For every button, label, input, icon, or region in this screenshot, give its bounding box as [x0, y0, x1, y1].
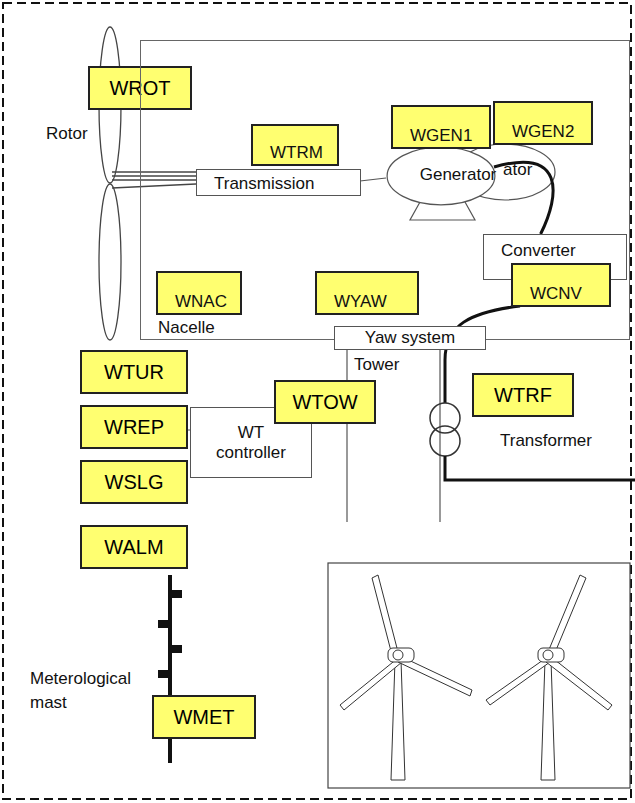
label-box: WTRF — [472, 373, 574, 417]
node-text: Yaw system — [365, 328, 455, 348]
component-box: Transmission — [196, 169, 361, 196]
label-box: WGEN1 — [391, 105, 491, 149]
part-label: Meterological mast — [30, 667, 155, 715]
label-box: WCNV — [511, 263, 611, 307]
part-label: Rotor — [46, 122, 88, 146]
label-box: WTOW — [274, 380, 376, 424]
node-text: Transmission — [214, 174, 314, 194]
label-box: WNAC — [156, 271, 242, 315]
node-text: WGEN2 — [512, 122, 574, 142]
inset-frame — [328, 563, 630, 788]
node-text: WTRM — [270, 143, 323, 163]
tower — [347, 348, 440, 522]
node-text: WYAW — [334, 292, 387, 312]
transformer-symbol — [430, 426, 460, 456]
node-text: WCNV — [530, 284, 582, 304]
nacelle-frame: Nacelle WTRM Transmission Generator WGEN1 WGE… — [140, 40, 630, 340]
node-text: Generator — [420, 165, 497, 185]
node-text: WGEN1 — [410, 126, 472, 146]
node-text: WMET — [173, 706, 234, 729]
node-text: WT controller — [204, 423, 299, 463]
node-text: WSLG — [105, 471, 164, 494]
node-text: WNAC — [175, 292, 227, 312]
component-box: Yaw system — [334, 326, 486, 350]
part-label: Tower — [354, 353, 399, 377]
node-text: WTUR — [104, 361, 164, 384]
turbine-illustration — [340, 575, 612, 780]
shaft — [360, 178, 386, 181]
label-box: WYAW — [315, 271, 419, 315]
label-box: WREP — [80, 405, 188, 449]
node-text: WTRF — [494, 384, 552, 407]
generator-ellipse: Generator — [386, 146, 496, 206]
label-box: WTUR — [80, 350, 188, 394]
label-box: WALM — [80, 525, 188, 569]
label-box: WGEN2 — [493, 101, 593, 145]
node-text: Nacelle — [158, 318, 215, 338]
node-text: WALM — [104, 536, 163, 559]
transformer-symbol — [430, 403, 460, 433]
outer-border — [3, 3, 631, 799]
label-box: WTRM — [251, 124, 339, 166]
part-label: Transformer — [500, 429, 592, 453]
grid-cable — [445, 456, 635, 480]
node-text: WTOW — [292, 391, 357, 414]
label-box: WSLG — [80, 460, 188, 504]
node-text: WREP — [104, 416, 164, 439]
label-box: WMET — [152, 695, 256, 739]
part-label: ator — [503, 158, 532, 182]
